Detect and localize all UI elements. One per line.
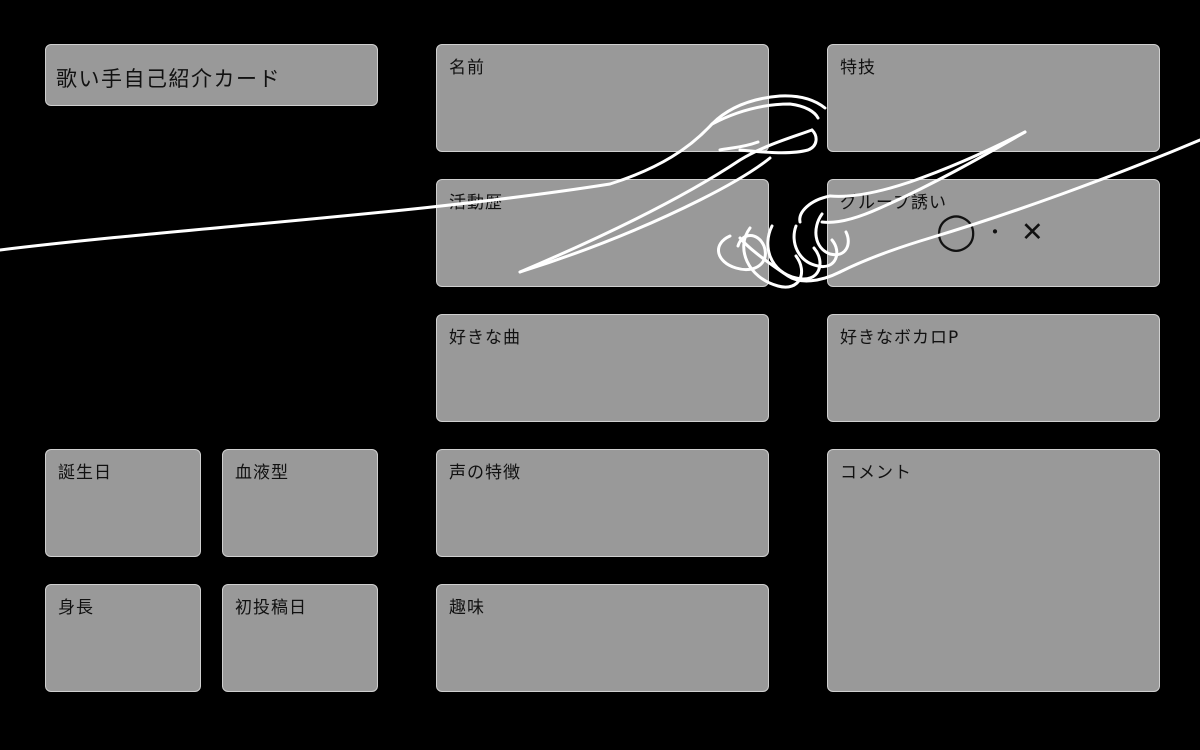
voice-field[interactable]: 声の特徴 — [436, 449, 769, 557]
name-label: 名前 — [449, 58, 485, 78]
blood-type-field[interactable]: 血液型 — [222, 449, 378, 557]
height-field[interactable]: 身長 — [45, 584, 201, 692]
first-post-field[interactable]: 初投稿日 — [222, 584, 378, 692]
first-post-label: 初投稿日 — [235, 598, 307, 618]
title-box: 歌い手自己紹介カード — [45, 44, 378, 106]
comment-field[interactable]: コメント — [827, 449, 1160, 692]
hobby-label: 趣味 — [449, 598, 485, 618]
history-field[interactable]: 活動歴 — [436, 179, 769, 287]
fav-song-field[interactable]: 好きな曲 — [436, 314, 769, 422]
name-field[interactable]: 名前 — [436, 44, 769, 152]
birthday-label: 誕生日 — [58, 463, 112, 483]
group-invite-yes[interactable]: ◯ — [936, 211, 977, 252]
group-invite-label: グループ誘い — [840, 193, 947, 213]
skill-field[interactable]: 特技 — [827, 44, 1160, 152]
blood-type-label: 血液型 — [235, 463, 289, 483]
height-label: 身長 — [58, 598, 94, 618]
card-title: 歌い手自己紹介カード — [56, 67, 281, 91]
fav-vocalo-p-label: 好きなボカロP — [840, 328, 960, 348]
group-invite-no[interactable]: ✕ — [1021, 217, 1044, 248]
fav-song-label: 好きな曲 — [449, 328, 521, 348]
group-invite-separator: ・ — [985, 220, 1005, 244]
fav-vocalo-p-field[interactable]: 好きなボカロP — [827, 314, 1160, 422]
group-invite-field[interactable]: グループ誘い ◯ ・ ✕ — [827, 179, 1160, 287]
birthday-field[interactable]: 誕生日 — [45, 449, 201, 557]
voice-label: 声の特徴 — [449, 463, 521, 483]
hobby-field[interactable]: 趣味 — [436, 584, 769, 692]
comment-label: コメント — [840, 463, 912, 483]
history-label: 活動歴 — [449, 193, 503, 213]
skill-label: 特技 — [840, 58, 876, 78]
